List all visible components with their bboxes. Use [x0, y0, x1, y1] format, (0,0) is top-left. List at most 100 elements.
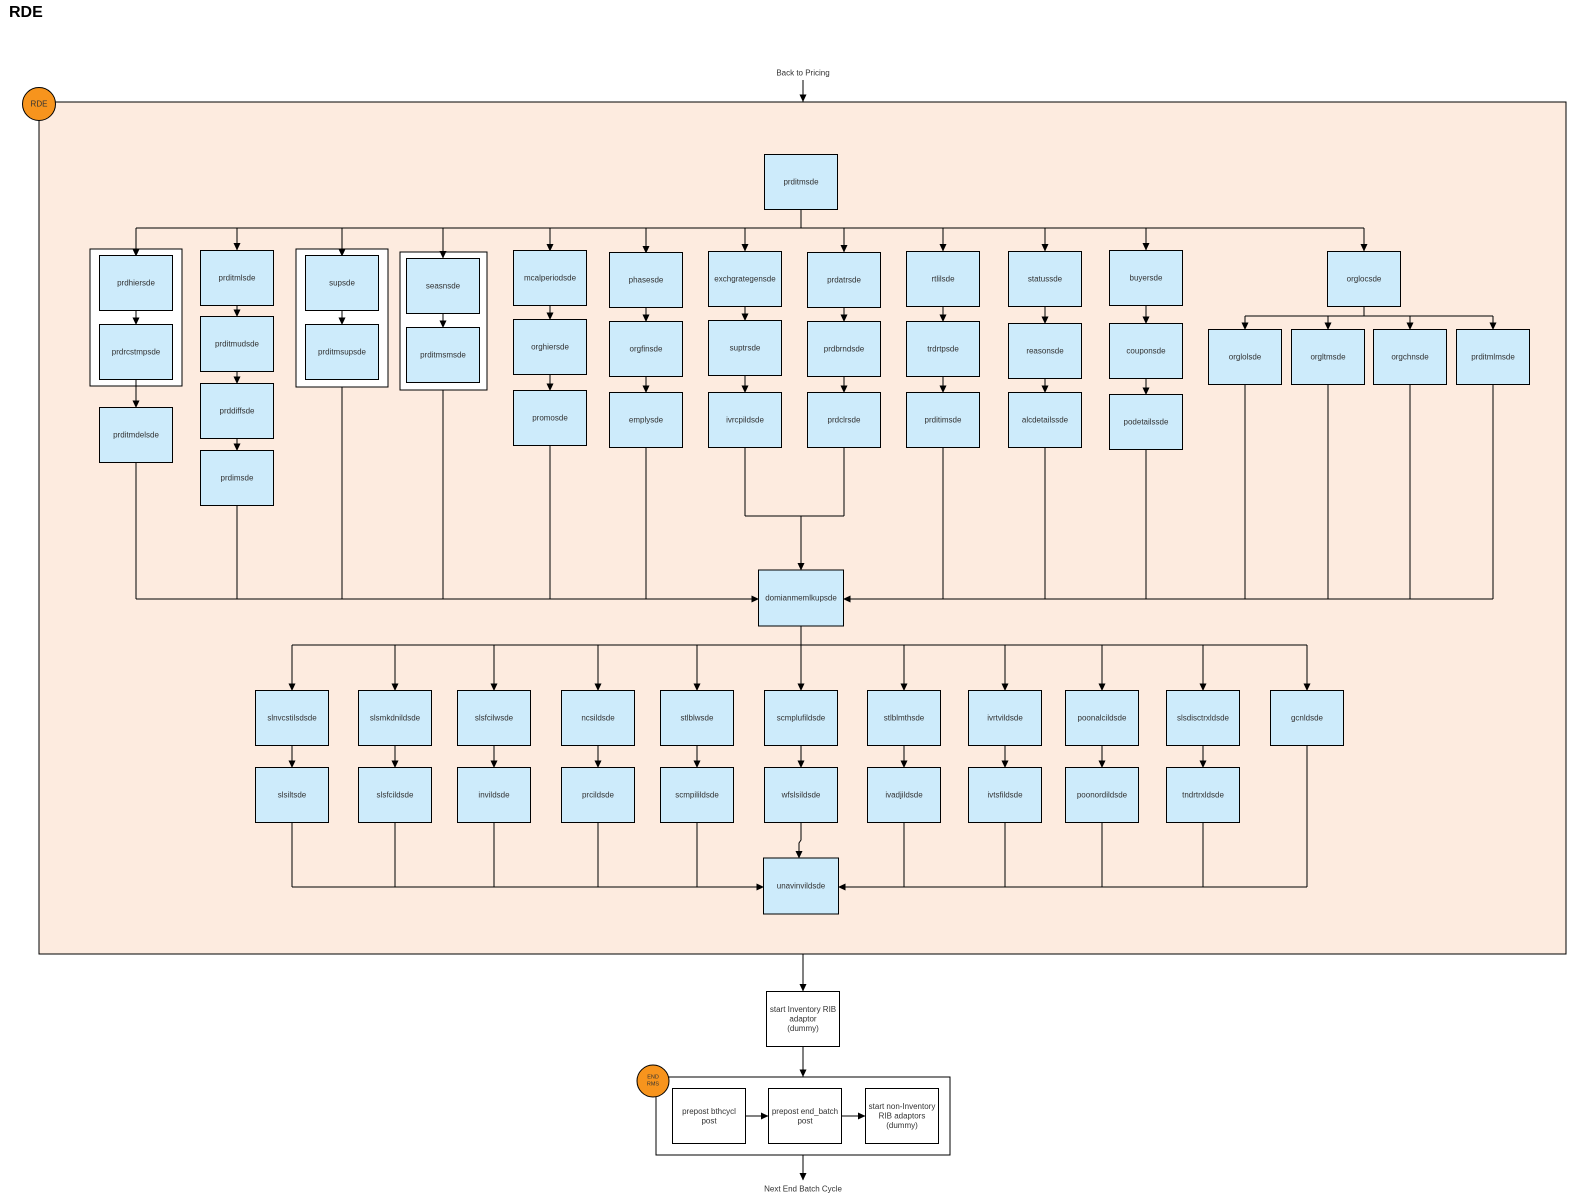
job-seasnsde[interactable]: seasnsde: [406, 258, 480, 314]
job-stlblmthsde[interactable]: stlblmthsde: [867, 690, 941, 746]
job-box[interactable]: [906, 321, 980, 377]
job-box[interactable]: [1166, 690, 1240, 746]
job-box[interactable]: [1008, 392, 1082, 448]
job-box[interactable]: [867, 767, 941, 823]
job-box[interactable]: [200, 316, 274, 372]
job-ivtsfildsde[interactable]: ivtsfildsde: [968, 767, 1042, 823]
job-box[interactable]: [305, 324, 379, 380]
job-prdbrndsde[interactable]: prdbrndsde: [807, 321, 881, 377]
job-box[interactable]: [708, 251, 782, 307]
job-slnvcstilsdsde[interactable]: slnvcstilsdsde: [255, 690, 329, 746]
job-box[interactable]: [807, 252, 881, 308]
job-box[interactable]: [513, 319, 587, 375]
job-rtlilsde[interactable]: rtlilsde: [906, 251, 980, 307]
job-ncsildsde[interactable]: ncsildsde: [561, 690, 635, 746]
job-box[interactable]: [867, 690, 941, 746]
job-wfslsildsde[interactable]: wfslsildsde: [764, 767, 838, 823]
job-prditmsde[interactable]: prditmsde: [764, 154, 838, 210]
job-prditmdelsde[interactable]: prditmdelsde: [99, 407, 173, 463]
job-emplysde[interactable]: emplysde: [609, 392, 683, 448]
job-stlblwsde[interactable]: stlblwsde: [660, 690, 734, 746]
job-exchgrategensde[interactable]: exchgrategensde: [708, 251, 782, 307]
job-prddiffsde[interactable]: prddiffsde: [200, 383, 274, 439]
job-box[interactable]: [1008, 323, 1082, 379]
job-box[interactable]: [660, 767, 734, 823]
job-box[interactable]: [358, 767, 432, 823]
job-slsmkdnildsde[interactable]: slsmkdnildsde: [358, 690, 432, 746]
job-prcildsde[interactable]: prcildsde: [561, 767, 635, 823]
job-buyersde[interactable]: buyersde: [1109, 250, 1183, 306]
job-slsdisctrxldsde[interactable]: slsdisctrxldsde: [1166, 690, 1240, 746]
job-box[interactable]: [660, 690, 734, 746]
start-inventory-rib-adaptor-box[interactable]: [766, 991, 840, 1047]
job-box[interactable]: [255, 690, 329, 746]
job-prdhiersde[interactable]: prdhiersde: [99, 255, 173, 311]
job-box[interactable]: [358, 690, 432, 746]
job-prdatrsde[interactable]: prdatrsde: [807, 252, 881, 308]
job-ivadjildsde[interactable]: ivadjildsde: [867, 767, 941, 823]
job-mcalperiodsde[interactable]: mcalperiodsde: [513, 250, 587, 306]
job-scmplufildsde[interactable]: scmplufildsde: [764, 690, 838, 746]
job-box[interactable]: [1270, 690, 1344, 746]
job-prditmsupsde[interactable]: prditmsupsde: [305, 324, 379, 380]
job-gcnldsde[interactable]: gcnldsde: [1270, 690, 1344, 746]
job-box[interactable]: [758, 569, 844, 627]
job-box[interactable]: [200, 250, 274, 306]
job-box[interactable]: [968, 767, 1042, 823]
job-box[interactable]: [764, 154, 838, 210]
job-box[interactable]: [200, 383, 274, 439]
job-podetailssde[interactable]: podetailssde: [1109, 394, 1183, 450]
job-statussde[interactable]: statussde: [1008, 251, 1082, 307]
job-box[interactable]: [764, 767, 838, 823]
job-prdimsde[interactable]: prdimsde: [200, 450, 274, 506]
job-orgchnsde[interactable]: orgchnsde: [1373, 329, 1447, 385]
job-supsde[interactable]: supsde: [305, 255, 379, 311]
job-unavinvildsde[interactable]: unavinvildsde: [763, 857, 839, 915]
job-orgltmsde[interactable]: orgltmsde: [1291, 329, 1365, 385]
job-prdrcstmpsde[interactable]: prdrcstmpsde: [99, 324, 173, 380]
job-prdclrsde[interactable]: prdclrsde: [807, 392, 881, 448]
job-box[interactable]: [1065, 690, 1139, 746]
job-phasesde[interactable]: phasesde: [609, 252, 683, 308]
job-box[interactable]: [1166, 767, 1240, 823]
job-domianmemlkupsde[interactable]: domianmemlkupsde: [758, 569, 844, 627]
job-slsiltsde[interactable]: slsiltsde: [255, 767, 329, 823]
job-box[interactable]: [200, 450, 274, 506]
job-box[interactable]: [708, 392, 782, 448]
start-non-inventory-rib-adaptors-box[interactable]: [865, 1088, 939, 1144]
job-trdrtpsde[interactable]: trdrtpsde: [906, 321, 980, 377]
job-box[interactable]: [513, 390, 587, 446]
job-tndrtrxldsde[interactable]: tndrtrxldsde: [1166, 767, 1240, 823]
job-box[interactable]: [1109, 394, 1183, 450]
job-box[interactable]: [1109, 250, 1183, 306]
job-orglocsde[interactable]: orglocsde: [1327, 251, 1401, 307]
job-box[interactable]: [1109, 323, 1183, 379]
job-box[interactable]: [1291, 329, 1365, 385]
job-box[interactable]: [807, 321, 881, 377]
job-box[interactable]: [99, 255, 173, 311]
job-reasonsde[interactable]: reasonsde: [1008, 323, 1082, 379]
job-box[interactable]: [406, 327, 480, 383]
job-box[interactable]: [708, 320, 782, 376]
job-box[interactable]: [99, 324, 173, 380]
job-ivrtvildsde[interactable]: ivrtvildsde: [968, 690, 1042, 746]
prepost-bthcycl-post-box[interactable]: [672, 1088, 746, 1144]
job-box[interactable]: [513, 250, 587, 306]
job-box[interactable]: [305, 255, 379, 311]
job-box[interactable]: [561, 690, 635, 746]
job-poonalcildsde[interactable]: poonalcildsde: [1065, 690, 1139, 746]
job-prditimsde[interactable]: prditimsde: [906, 392, 980, 448]
job-box[interactable]: [609, 252, 683, 308]
job-orghiersde[interactable]: orghiersde: [513, 319, 587, 375]
job-invildsde[interactable]: invildsde: [457, 767, 531, 823]
job-box[interactable]: [561, 767, 635, 823]
job-box[interactable]: [609, 321, 683, 377]
job-couponsde[interactable]: couponsde: [1109, 323, 1183, 379]
job-box[interactable]: [968, 690, 1042, 746]
job-slsfcildsde[interactable]: slsfcildsde: [358, 767, 432, 823]
job-orglolsde[interactable]: orglolsde: [1208, 329, 1282, 385]
job-prditmlsde[interactable]: prditmlsde: [200, 250, 274, 306]
